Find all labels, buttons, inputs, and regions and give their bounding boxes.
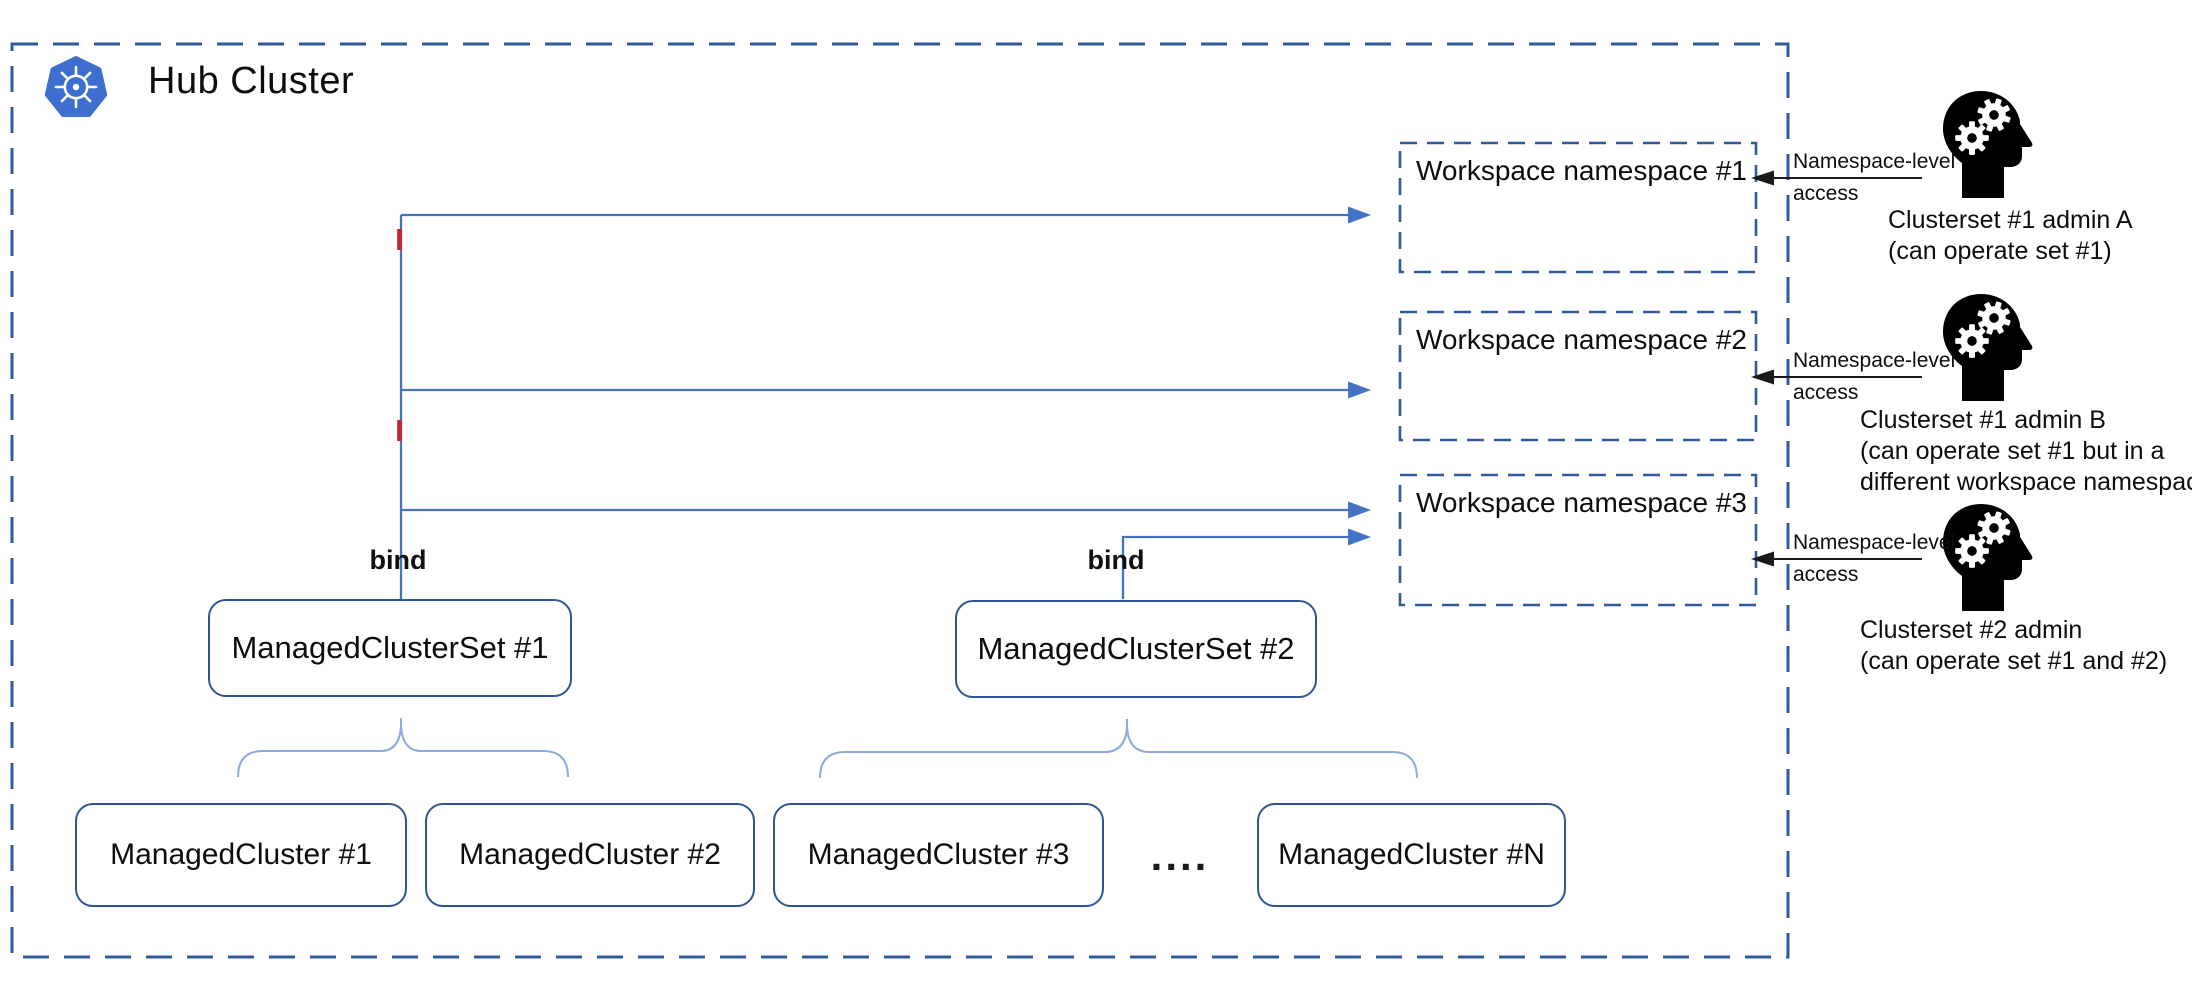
connector-arrowheads: [1348, 206, 1371, 546]
admin-c-name: Clusterset #2 admin: [1860, 616, 2083, 644]
managed-cluster-2-label: ManagedCluster #2: [459, 838, 721, 871]
managed-cluster-n-box: ManagedCluster #N: [1257, 803, 1566, 907]
clusters-ellipsis: ....: [1150, 832, 1210, 879]
bind-label-set2: bind: [1087, 545, 1145, 575]
admin-a-name: Clusterset #1 admin A: [1888, 206, 2133, 234]
bind-label-set1: bind: [369, 545, 427, 575]
managed-cluster-2-box: ManagedCluster #2: [425, 803, 755, 907]
managed-cluster-set-1-label: ManagedClusterSet #1: [231, 630, 549, 665]
access-label-3-line2: access: [1793, 563, 1859, 586]
admin-a-icon: [1943, 91, 2032, 198]
workspace-namespace-3-label: Workspace namespace #3: [1416, 487, 1747, 518]
admin-b-name: Clusterset #1 admin B: [1860, 406, 2106, 434]
hub-cluster-title: Hub Cluster: [148, 60, 355, 102]
brace-set1: [237, 718, 569, 778]
managed-cluster-set-2-label: ManagedClusterSet #2: [977, 631, 1295, 666]
admin-c-icon: [1943, 504, 2032, 611]
admin-b-note-line2: different workspace namespace): [1860, 468, 2192, 496]
access-label-1-line1: Namespace-level: [1793, 150, 1956, 173]
brace-set2: [819, 719, 1418, 779]
managed-cluster-3-box: ManagedCluster #3: [773, 803, 1104, 907]
managed-cluster-n-label: ManagedCluster #N: [1278, 838, 1545, 871]
managed-cluster-1-box: ManagedCluster #1: [75, 803, 407, 907]
workspace-namespace-2-label: Workspace namespace #2: [1416, 324, 1747, 355]
workspace-namespace-1-label: Workspace namespace #1: [1416, 155, 1747, 186]
managed-cluster-set-1-box: ManagedClusterSet #1: [208, 599, 572, 697]
kubernetes-icon: [44, 56, 108, 117]
managed-cluster-1-label: ManagedCluster #1: [110, 838, 372, 871]
managed-cluster-3-label: ManagedCluster #3: [807, 838, 1070, 871]
access-label-2-line1: Namespace-level: [1793, 349, 1956, 372]
access-label-1-line2: access: [1793, 182, 1859, 205]
red-tick-marks: [397, 229, 402, 441]
admin-c-note: (can operate set #1 and #2): [1860, 647, 2168, 675]
access-label-2-line2: access: [1793, 381, 1859, 404]
access-label-3-line1: Namespace-level: [1793, 531, 1956, 554]
admin-b-icon: [1943, 294, 2032, 401]
bind-connectors-set1: [399, 213, 1350, 599]
admin-a-note: (can operate set #1): [1888, 237, 2112, 265]
access-arrowheads: [1751, 170, 1774, 567]
admin-b-note-line1: (can operate set #1 but in a: [1860, 437, 2165, 465]
managed-cluster-set-2-box: ManagedClusterSet #2: [955, 600, 1317, 698]
